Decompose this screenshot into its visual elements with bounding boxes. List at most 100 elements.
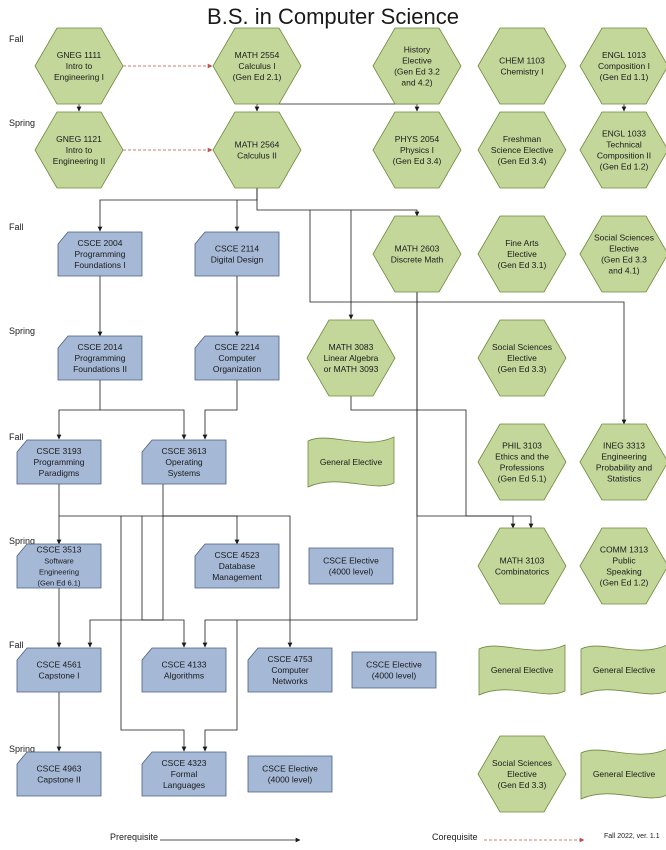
course-label-line: Social Sciences <box>492 758 552 768</box>
course-label-line: Social Sciences <box>492 342 552 352</box>
course-label-line: ENGL 1033 <box>602 129 646 139</box>
course-label-line: (4000 level) <box>372 671 417 681</box>
course-label-line: Elective <box>507 769 537 779</box>
course-label-line: Social Sciences <box>594 233 654 243</box>
prerequisite-arrow <box>59 515 240 545</box>
course-label-line: GNEG 1111 <box>57 50 102 60</box>
course-label-line: CSCE 2014 <box>78 342 123 352</box>
course-label-line: Ethics and the <box>495 452 549 462</box>
course-label-line: PHYS 2054 <box>395 134 440 144</box>
semester-label: Spring <box>9 118 36 128</box>
prerequisite-arrow <box>163 515 293 648</box>
course-label-line: (4000 level) <box>329 567 374 577</box>
course-label-line: (Gen Ed 2.1) <box>233 72 282 82</box>
course-shape <box>212 27 302 105</box>
course-label-line: Capstone I <box>38 671 79 681</box>
course-label-line: CSCE 3513 <box>37 545 82 555</box>
semester-label: Fall <box>9 432 24 442</box>
prerequisite-arrow <box>56 380 101 440</box>
course-label-line: (Gen Ed 3.3) <box>498 364 547 374</box>
course-label-line: Foundations II <box>73 364 127 374</box>
course-label-line: Software <box>44 557 74 566</box>
course-label-line: (Gen Ed 1.2) <box>600 578 649 588</box>
course-shape <box>372 27 462 105</box>
semester-label: Spring <box>9 744 36 754</box>
course-label-line: Science Elective <box>491 145 554 155</box>
course-shape <box>477 735 567 813</box>
course-label-line: CSCE Elective <box>366 660 422 670</box>
course-shape <box>16 647 102 693</box>
course-label-line: Engineering I <box>54 72 104 82</box>
course-label-line: Languages <box>163 780 205 790</box>
course-shape <box>212 111 302 189</box>
course-label-line: CSCE 2214 <box>215 342 260 352</box>
course-shape <box>16 751 102 797</box>
course-label-line: Statistics <box>607 474 641 484</box>
course-shape <box>194 543 280 589</box>
semester-label: Fall <box>9 34 24 44</box>
prerequisite-arrow <box>309 210 627 425</box>
semester-label: Spring <box>9 326 36 336</box>
course-label-line: Management <box>212 572 262 582</box>
course-label-line: General Elective <box>593 769 656 779</box>
course-label-line: MATH 3083 <box>329 342 374 352</box>
course-label-line: Engineering <box>601 452 647 462</box>
course-label-line: Elective <box>402 56 432 66</box>
course-label-line: (Gen Ed 3.4) <box>393 156 442 166</box>
course-label-line: Operating <box>165 457 203 467</box>
course-label-line: Database <box>219 561 256 571</box>
course-label-line: (Gen Ed 1.1) <box>600 72 649 82</box>
course-label-line: Elective <box>507 249 537 259</box>
course-label-line: (Gen Ed 6.1) <box>38 579 81 588</box>
prerequisite-arrow <box>256 188 420 217</box>
course-shape <box>372 215 462 293</box>
prerequisite-arrow <box>350 396 516 529</box>
course-shape <box>34 111 124 189</box>
course-label-line: Speaking <box>606 567 642 577</box>
course-cselec2: CSCE Elective(4000 level) <box>351 651 437 689</box>
course-label-line: Elective <box>609 244 639 254</box>
course-label-line: and 4.2) <box>401 78 432 88</box>
course-label-line: MATH 3103 <box>500 556 545 566</box>
course-shape <box>34 27 124 105</box>
course-label-line: Engineering II <box>53 156 105 166</box>
course-label-line: GNEG 1121 <box>56 134 102 144</box>
course-shape <box>16 543 102 589</box>
course-label-line: Fine Arts <box>505 238 539 248</box>
course-label-line: CSCE Elective <box>323 556 379 566</box>
course-shape <box>580 748 666 800</box>
course-label-line: MATH 2603 <box>395 244 440 254</box>
course-shape <box>477 319 567 397</box>
course-label-line: History <box>404 45 431 55</box>
course-label-line: Technical <box>606 140 642 150</box>
course-label-line: CSCE 4523 <box>215 550 260 560</box>
course-shape <box>57 231 143 277</box>
course-label-line: (Gen Ed 1.2) <box>600 162 649 172</box>
course-label-line: (Gen Ed 3.3) <box>498 780 547 790</box>
course-label-line: or MATH 3093 <box>324 364 379 374</box>
course-label-line: CSCE 2114 <box>215 244 260 254</box>
course-label-line: Chemistry I <box>501 67 544 77</box>
prerequisite-arrow <box>202 292 418 648</box>
course-label-line: Formal <box>171 769 198 779</box>
course-label-line: MATH 2564 <box>235 140 280 150</box>
course-shape <box>57 335 143 381</box>
legend-corequisite-label: Corequisite <box>432 832 478 842</box>
semester-label: Fall <box>9 222 24 232</box>
prerequisite-arrow <box>100 409 187 440</box>
course-label-line: (Gen Ed 3.1) <box>498 260 547 270</box>
prerequisite-arrow <box>97 188 258 232</box>
